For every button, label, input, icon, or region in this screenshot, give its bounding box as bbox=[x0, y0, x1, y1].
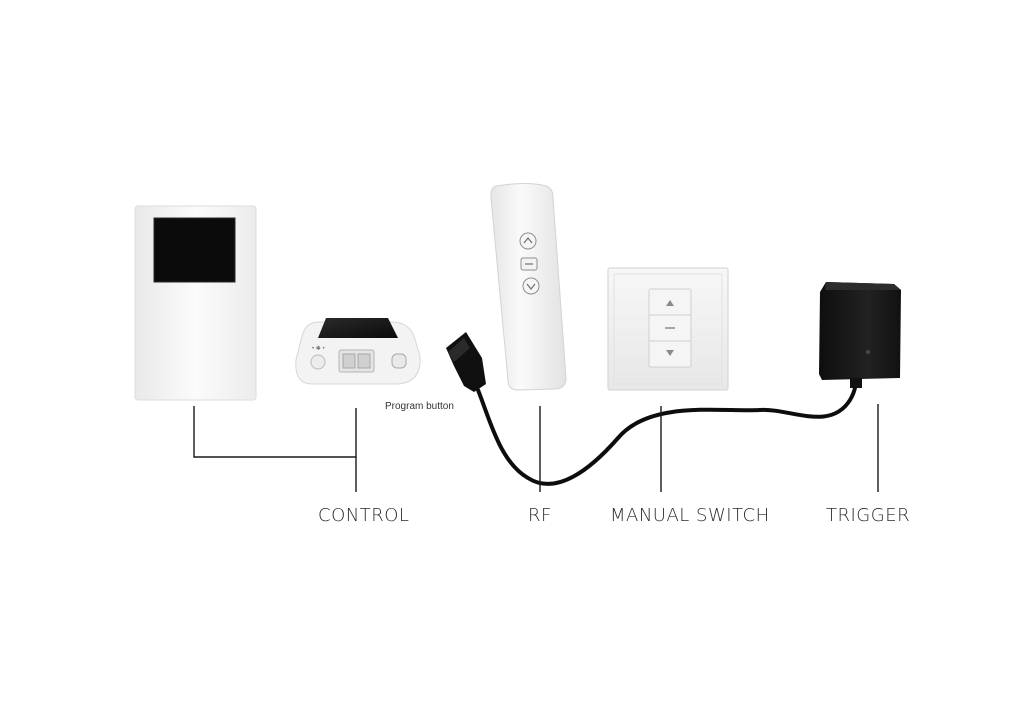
trigger-box bbox=[819, 282, 901, 388]
solar-panel bbox=[318, 318, 398, 338]
trigger-cable bbox=[476, 376, 858, 486]
svg-text:• ✱ •: • ✱ • bbox=[312, 345, 325, 352]
arrow-down-icon[interactable] bbox=[522, 277, 540, 295]
switch-down-icon[interactable] bbox=[666, 350, 674, 356]
arrow-up-icon[interactable] bbox=[519, 232, 537, 250]
rf-remote bbox=[490, 183, 567, 391]
rf-label: RF bbox=[528, 505, 552, 526]
program-button[interactable] bbox=[391, 353, 407, 369]
leader-lines bbox=[193, 404, 879, 492]
manual-switch bbox=[607, 267, 729, 391]
switch-up-icon[interactable] bbox=[666, 300, 674, 306]
wall-controller-screen bbox=[154, 218, 235, 282]
status-led bbox=[866, 350, 870, 354]
solar-receiver: • ✱ • bbox=[295, 318, 421, 385]
program-button-label: Program button bbox=[385, 401, 454, 412]
wall-controller bbox=[134, 205, 257, 401]
trigger-label: TRIGGER bbox=[826, 505, 911, 526]
control-bracket bbox=[193, 406, 357, 458]
manual-switch-label: MANUAL SWITCH bbox=[610, 505, 770, 526]
control-label: CONTROL bbox=[318, 505, 410, 526]
cable-plug bbox=[446, 332, 486, 392]
